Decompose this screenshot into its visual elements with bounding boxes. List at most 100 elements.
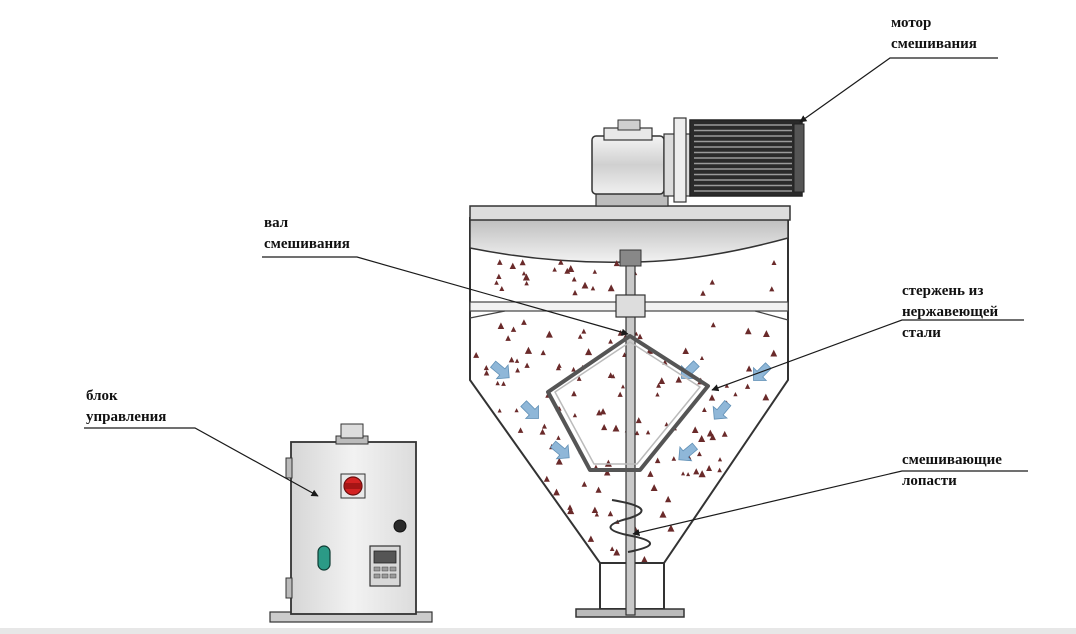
particle [499, 285, 505, 291]
cable-gland [340, 423, 364, 439]
particle [617, 391, 623, 397]
particle [641, 555, 648, 562]
particle [595, 486, 602, 493]
label-control-unit: блок управления [86, 388, 167, 425]
particle [509, 262, 516, 270]
particle [497, 408, 502, 413]
particle [524, 362, 530, 368]
particle [607, 510, 614, 517]
particle [592, 269, 598, 274]
particle [686, 472, 691, 477]
motor-cooling-fins [694, 124, 792, 192]
particle [613, 548, 621, 556]
particle [494, 280, 499, 285]
particle [541, 423, 547, 429]
leader-blades [632, 470, 1028, 537]
particle [656, 382, 662, 388]
particle [553, 488, 560, 496]
motor-flange-plate [673, 117, 687, 203]
particle [567, 264, 575, 273]
particle [587, 535, 595, 542]
particle [601, 424, 608, 431]
particle [522, 273, 530, 281]
label-rod: стержень из нержавеющей стали [902, 283, 999, 341]
flow-arrow [489, 360, 510, 380]
motor-end-cap [793, 123, 805, 193]
particle [612, 424, 620, 432]
particle [581, 328, 587, 334]
particle [497, 259, 503, 265]
particle [709, 279, 715, 285]
mixing-motor [591, 117, 805, 207]
mixing-assembly [546, 249, 710, 616]
particle [665, 495, 672, 503]
particle [659, 510, 667, 518]
particle [733, 391, 738, 397]
particle [496, 273, 502, 279]
leader-control [84, 427, 319, 497]
particle [671, 456, 677, 461]
particle [655, 392, 660, 397]
gearbox [591, 135, 665, 195]
particle [706, 465, 713, 471]
particle [746, 365, 753, 372]
particle [717, 467, 722, 473]
control-box-hinge-top [285, 457, 293, 479]
particle [577, 333, 583, 339]
particle [698, 470, 706, 478]
particle [682, 347, 689, 355]
particle [709, 433, 716, 441]
particle [585, 348, 593, 356]
particle [510, 326, 517, 332]
particle [545, 330, 553, 338]
leader-motor [799, 57, 998, 123]
particle [637, 333, 643, 340]
particle [706, 429, 714, 437]
particle [650, 484, 658, 491]
particle [724, 383, 729, 388]
particle [567, 507, 575, 515]
particle [708, 394, 716, 401]
particle [744, 383, 751, 389]
mixing-spiral-blade [609, 499, 651, 553]
particle [556, 435, 561, 440]
particle [581, 281, 589, 289]
particle [505, 335, 511, 341]
particle [524, 280, 529, 286]
floor-strip [0, 628, 1076, 634]
particle [696, 451, 702, 457]
particle [721, 430, 728, 437]
particle [555, 457, 563, 465]
particle [540, 349, 546, 356]
particle [658, 377, 666, 384]
particle [594, 512, 599, 517]
leader-rod [711, 319, 1024, 392]
particle [635, 417, 642, 424]
inverter-display [373, 550, 397, 564]
particle [702, 407, 707, 412]
flow-arrow [520, 400, 539, 419]
particle [572, 412, 578, 418]
particle [521, 271, 527, 276]
particle [700, 290, 706, 296]
particle [654, 457, 661, 464]
leader-shaft [262, 256, 629, 336]
particle [596, 409, 603, 416]
crossbar-brace [469, 310, 789, 321]
particle [590, 285, 596, 291]
flow-arrow [678, 442, 699, 462]
particle [483, 369, 490, 376]
particle [514, 408, 519, 413]
particle [576, 376, 582, 381]
particle [681, 471, 686, 476]
particle [497, 322, 505, 329]
label-blades: смешивающие лопасти [902, 452, 1002, 489]
control-unit [269, 423, 433, 623]
particle [634, 430, 640, 436]
particle [647, 470, 654, 477]
particle [762, 393, 770, 401]
particle [495, 380, 500, 386]
particle [611, 373, 616, 379]
particle [543, 475, 550, 482]
